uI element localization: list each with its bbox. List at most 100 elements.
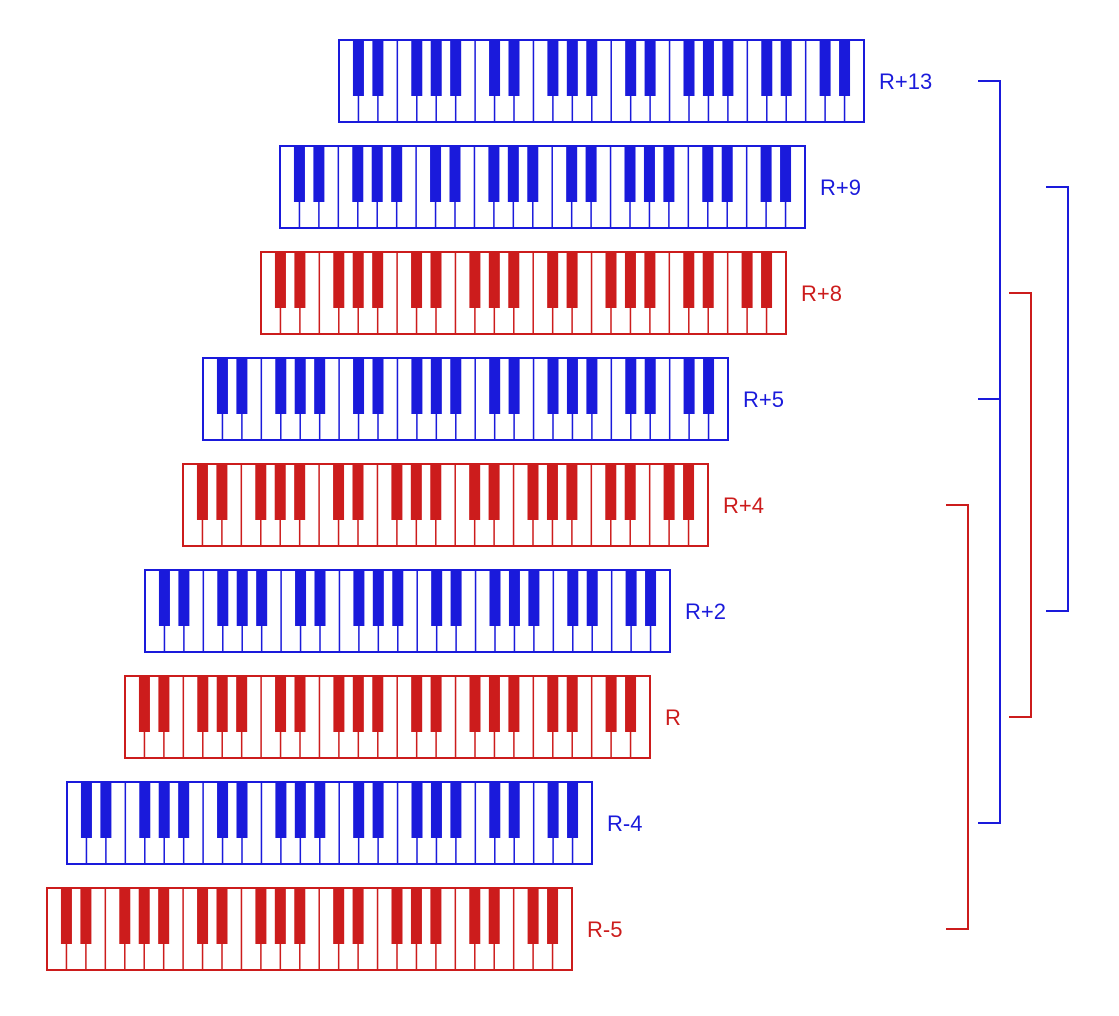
black-key <box>178 783 190 838</box>
black-key <box>625 571 637 626</box>
black-key <box>371 147 383 202</box>
keyboard-label: R+2 <box>685 599 726 624</box>
black-key <box>139 783 151 838</box>
black-key <box>430 253 442 308</box>
black-key <box>819 41 831 96</box>
black-key <box>236 359 248 414</box>
black-key <box>567 783 579 838</box>
black-key <box>547 677 559 732</box>
black-key <box>450 571 462 626</box>
keyboard-label: R-5 <box>587 917 622 942</box>
black-key <box>411 253 423 308</box>
black-key <box>138 889 150 944</box>
black-key <box>197 889 209 944</box>
black-key <box>216 677 228 732</box>
black-key <box>586 359 598 414</box>
bracket <box>1009 292 1032 718</box>
black-key <box>353 783 365 838</box>
black-key <box>275 677 287 732</box>
black-key <box>314 783 326 838</box>
black-key <box>236 677 248 732</box>
black-key <box>586 571 598 626</box>
black-key <box>372 677 384 732</box>
black-key <box>508 41 520 96</box>
keyboard: R-5 <box>46 887 622 971</box>
black-key <box>353 571 365 626</box>
black-key <box>430 783 442 838</box>
black-key <box>508 571 520 626</box>
black-key <box>430 465 442 520</box>
black-key <box>294 465 306 520</box>
black-key <box>294 253 306 308</box>
black-key <box>274 253 286 308</box>
black-key <box>547 783 559 838</box>
black-key <box>295 571 307 626</box>
keyboard: R+4 <box>182 463 764 547</box>
black-key <box>527 465 539 520</box>
keyboard-outline <box>182 463 709 547</box>
black-key <box>547 41 559 96</box>
black-key <box>430 41 442 96</box>
black-key <box>450 359 462 414</box>
black-key <box>469 889 481 944</box>
black-key <box>314 571 326 626</box>
keyboard-outline <box>338 39 865 123</box>
black-key <box>566 147 578 202</box>
black-key <box>702 253 714 308</box>
black-key <box>489 359 501 414</box>
black-key <box>508 253 520 308</box>
black-key <box>702 41 714 96</box>
bracket-line <box>946 504 969 930</box>
black-key <box>293 147 305 202</box>
black-key <box>761 253 773 308</box>
black-key <box>547 359 559 414</box>
black-key <box>702 147 714 202</box>
black-key <box>547 253 559 308</box>
black-key <box>411 41 423 96</box>
black-key <box>585 147 597 202</box>
black-key <box>294 677 306 732</box>
black-key <box>372 253 384 308</box>
black-key <box>528 571 540 626</box>
keyboard-label: R+9 <box>820 175 861 200</box>
black-key <box>644 253 656 308</box>
black-key <box>352 253 364 308</box>
black-key <box>449 147 461 202</box>
black-key <box>314 359 326 414</box>
black-key <box>80 783 92 838</box>
black-key <box>721 147 733 202</box>
black-key <box>275 359 287 414</box>
keyboard-label: R+8 <box>801 281 842 306</box>
black-key <box>333 465 345 520</box>
keyboard-outline <box>144 569 671 653</box>
black-key <box>100 783 112 838</box>
brackets <box>946 80 1069 930</box>
black-key <box>469 677 481 732</box>
keyboard: R+2 <box>144 569 726 653</box>
keyboard-outline <box>279 145 806 229</box>
black-key <box>197 677 209 732</box>
black-key <box>352 41 364 96</box>
black-key <box>488 147 500 202</box>
black-key <box>391 465 403 520</box>
black-key <box>352 889 364 944</box>
black-key <box>274 465 286 520</box>
black-key <box>645 571 657 626</box>
black-key <box>138 677 150 732</box>
keyboard-outline <box>202 357 729 441</box>
bracket <box>946 504 969 930</box>
black-key <box>294 889 306 944</box>
black-key <box>566 677 578 732</box>
black-key <box>256 571 268 626</box>
bracket <box>1046 186 1069 612</box>
black-key <box>663 465 675 520</box>
keyboards: R+13R+9R+8R+5R+4R+2RR-4R-5 <box>46 39 932 971</box>
black-key <box>625 41 637 96</box>
black-key <box>683 253 695 308</box>
black-key <box>663 147 675 202</box>
black-key <box>430 889 442 944</box>
black-key <box>546 465 558 520</box>
black-key <box>450 41 462 96</box>
black-key <box>216 359 228 414</box>
